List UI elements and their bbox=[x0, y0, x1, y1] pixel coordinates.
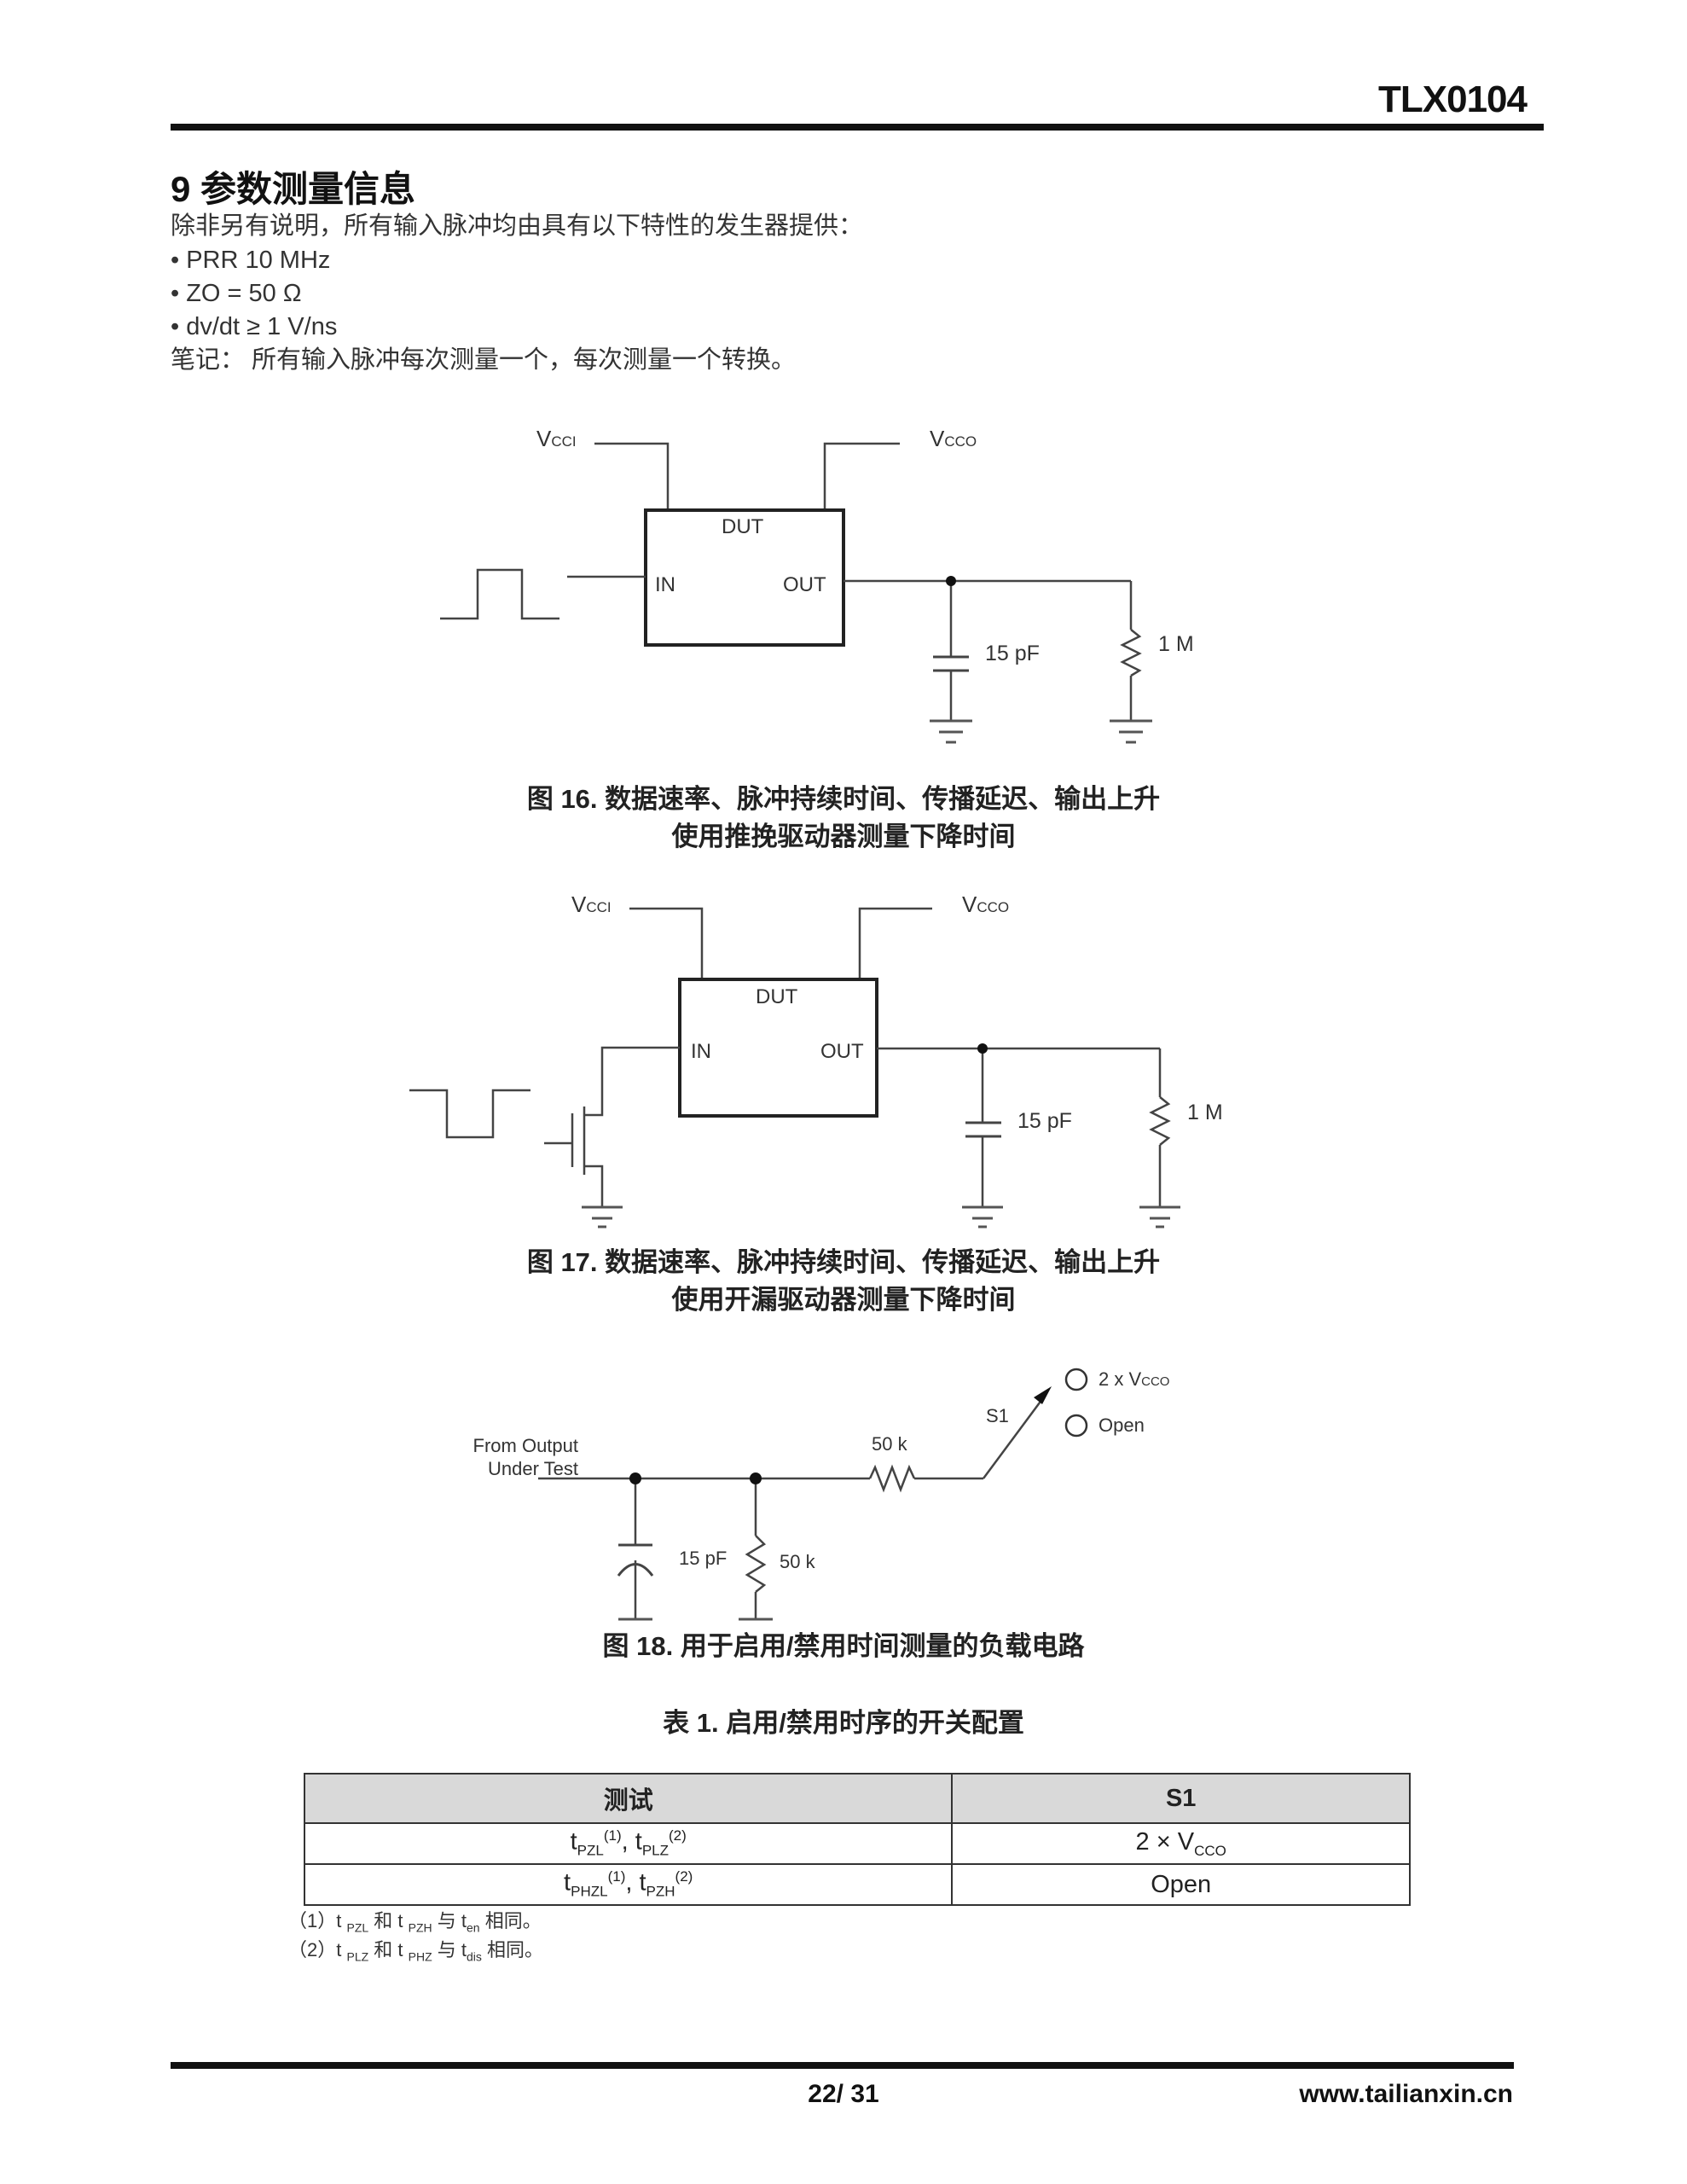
resistor-series bbox=[868, 1464, 916, 1493]
resistor-shunt bbox=[745, 1535, 767, 1593]
vcci-label: V bbox=[536, 426, 552, 451]
table-1-title: 表 1. 启用/禁用时序的开关配置 bbox=[663, 1708, 1024, 1738]
svg-text:VCCO: VCCO bbox=[930, 426, 977, 451]
bullet-prr: • PRR 10 MHz bbox=[171, 247, 331, 274]
res-label: 1 M bbox=[1158, 632, 1194, 656]
figure-18-caption: 图 18. 用于启用/禁用时间测量的负载电路 bbox=[602, 1631, 1085, 1661]
table-row: tPZL(1), tPLZ(2) 2 × VCCO bbox=[303, 1822, 1411, 1865]
out-label: OUT bbox=[783, 573, 826, 596]
option-2xvcco: 2 x V bbox=[1099, 1368, 1141, 1390]
option-open: Open bbox=[1099, 1414, 1145, 1436]
in-label: IN bbox=[655, 573, 675, 596]
table-note-2: （2）t PLZ 和 t PHZ 与 tdis 相同。 bbox=[288, 1939, 544, 1964]
switch-contact-2xvcco bbox=[1064, 1368, 1088, 1391]
vcco-wire bbox=[823, 442, 900, 510]
cap-label: 15 pF bbox=[985, 642, 1040, 665]
document-id: TLX0104 bbox=[1378, 78, 1528, 120]
svg-text:15 pF: 15 pF bbox=[1017, 1109, 1072, 1133]
svg-text:VCCO: VCCO bbox=[962, 892, 1009, 917]
switch-label: S1 bbox=[986, 1405, 1009, 1426]
switch-arrow-icon bbox=[1034, 1386, 1052, 1404]
svg-text:VCCI: VCCI bbox=[536, 426, 577, 451]
table-note-1: （1）t PZL 和 t PZH 与 ten 相同。 bbox=[288, 1910, 542, 1935]
ground-icon bbox=[1139, 1205, 1180, 1228]
svg-text:OUT: OUT bbox=[820, 1040, 864, 1063]
svg-text:VCCI: VCCI bbox=[571, 892, 612, 917]
figure-16-diagram: VCCI VCCO DUT IN OUT 15 pF 1 M bbox=[440, 426, 1194, 744]
dut-label: DUT bbox=[722, 515, 764, 538]
bullet-zo: • ZO = 50 Ω bbox=[171, 280, 302, 307]
resistor-1m bbox=[1149, 1096, 1171, 1146]
vcco-label: V bbox=[930, 426, 945, 451]
svg-text:DUT: DUT bbox=[756, 985, 798, 1008]
bullet-dvdt: • dv/dt ≥ 1 V/ns bbox=[171, 313, 338, 340]
input-pulse bbox=[409, 1089, 530, 1139]
col-header-s1: S1 bbox=[951, 1773, 1411, 1824]
svg-text:IN: IN bbox=[691, 1040, 711, 1063]
figure-17-caption: 图 17. 数据速率、脉冲持续时间、传播延迟、输出上升 使用开漏驱动器测量下降时… bbox=[526, 1247, 1161, 1315]
ground-icon bbox=[582, 1205, 623, 1228]
figure-18-diagram: From Output Under Test 50 k S1 2 x VCCO … bbox=[473, 1368, 1169, 1621]
series-res-label: 50 k bbox=[872, 1433, 908, 1455]
svg-text:Under Test: Under Test bbox=[488, 1458, 578, 1479]
intro-text: 除非另有说明，所有输入脉冲均由具有以下特性的发生器提供： bbox=[171, 212, 864, 240]
cell-test: tPZL(1), tPLZ(2) bbox=[303, 1822, 954, 1865]
website-link[interactable]: www.tailianxin.cn bbox=[1299, 2080, 1513, 2108]
input-pulse bbox=[440, 568, 559, 620]
cell-test: tPHZL(1), tPZH(2) bbox=[303, 1863, 954, 1906]
resistor-1m bbox=[1120, 629, 1142, 677]
from-output-label: From Output bbox=[473, 1435, 578, 1456]
shunt-res-label: 50 k bbox=[780, 1551, 816, 1572]
note-text: 笔记： 所有输入脉冲每次测量一个，每次测量一个转换。 bbox=[171, 346, 797, 374]
switch-config-table: 测试 S1 tPZL(1), tPLZ(2) 2 × VCCO tPHZL(1)… bbox=[303, 1773, 1411, 1906]
section-title: 9 参数测量信息 bbox=[171, 169, 416, 209]
vcci-wire bbox=[594, 442, 670, 510]
page-number: 22/ 31 bbox=[808, 2080, 879, 2108]
cap-label: 15 pF bbox=[679, 1548, 727, 1569]
svg-text:1 M: 1 M bbox=[1187, 1101, 1223, 1124]
ground-icon bbox=[1110, 719, 1152, 744]
col-header-test: 测试 bbox=[303, 1773, 954, 1824]
svg-text:2 x VCCO: 2 x VCCO bbox=[1099, 1368, 1169, 1390]
junction-dot bbox=[946, 576, 956, 586]
ground-icon bbox=[930, 719, 972, 744]
figure-17-diagram: VCCI VCCO DUT IN OUT 15 pF 1 M bbox=[409, 892, 1223, 1228]
figure-16-caption: 图 16. 数据速率、脉冲持续时间、传播延迟、输出上升 使用推挽驱动器测量下降时… bbox=[526, 784, 1161, 851]
switch-s1 bbox=[982, 1395, 1046, 1479]
table-row: tPHZL(1), tPZH(2) Open bbox=[303, 1863, 1411, 1906]
header-rule bbox=[171, 124, 1544, 131]
ground-icon bbox=[962, 1205, 1003, 1228]
footer-rule bbox=[171, 2062, 1514, 2069]
switch-contact-open bbox=[1064, 1414, 1088, 1438]
cell-s1: 2 × VCCO bbox=[951, 1822, 1411, 1865]
cell-s1: Open bbox=[951, 1863, 1411, 1906]
